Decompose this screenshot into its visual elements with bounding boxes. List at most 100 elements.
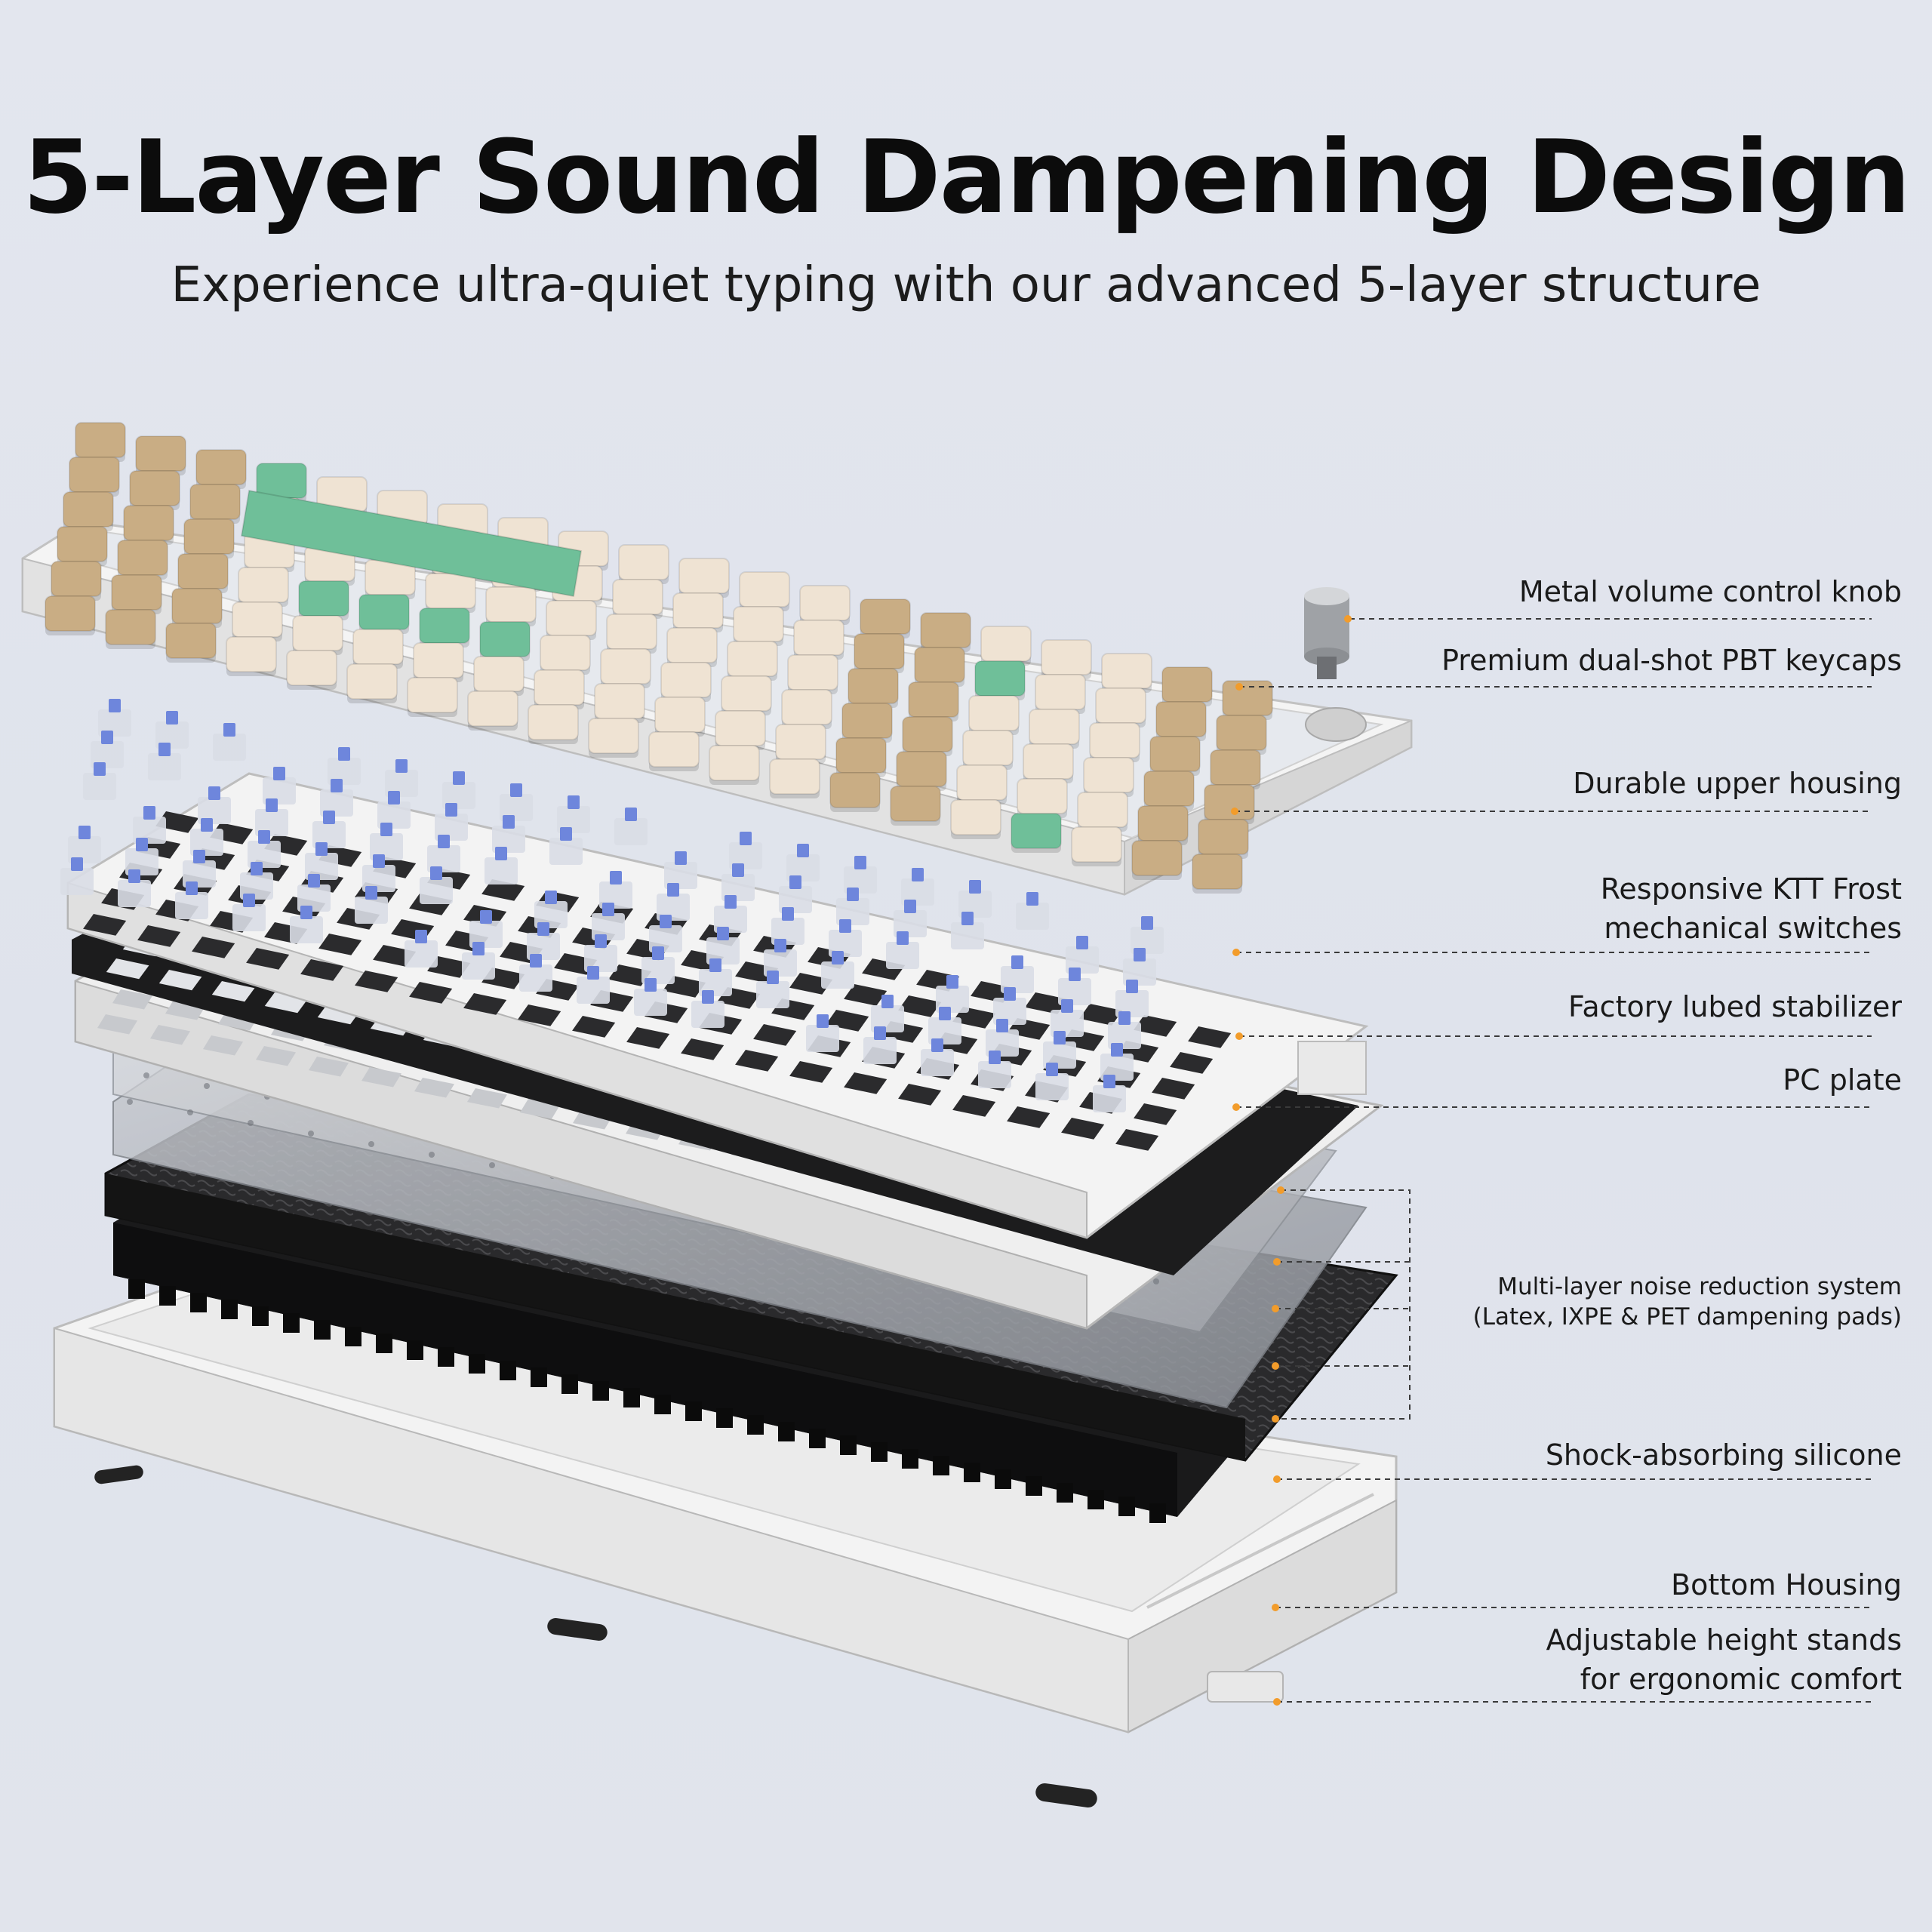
switch-housing xyxy=(771,918,804,945)
keycap xyxy=(1041,639,1092,675)
keycap xyxy=(1137,805,1189,841)
keycap xyxy=(1071,826,1122,863)
switch-stem xyxy=(323,811,335,824)
keycap xyxy=(654,697,706,733)
keycap xyxy=(848,668,899,704)
switch-housing xyxy=(786,854,820,881)
plate-cutout xyxy=(203,1035,243,1056)
switch-housing xyxy=(155,721,189,749)
switch-stem xyxy=(1141,916,1153,930)
foam-cutout xyxy=(158,970,202,991)
keycap xyxy=(177,553,229,589)
keycap xyxy=(920,612,971,648)
switch-cutout xyxy=(1061,1118,1105,1140)
switch-housing xyxy=(190,829,223,856)
switch-housing xyxy=(355,897,388,924)
switch-housing xyxy=(691,1001,724,1028)
switch-cutout xyxy=(626,1027,670,1049)
switch-housing xyxy=(764,949,797,977)
silicone-tooth xyxy=(747,1415,764,1435)
keycap xyxy=(413,642,464,678)
switch-housing xyxy=(175,892,208,919)
switch-stem xyxy=(897,931,909,945)
silicone-tooth xyxy=(407,1340,423,1360)
keycap xyxy=(799,585,851,621)
keycap xyxy=(727,641,778,677)
switch-housing xyxy=(649,925,682,952)
silicone-tooth xyxy=(1026,1476,1042,1496)
switch-stem xyxy=(445,803,457,817)
switch-stem xyxy=(767,971,779,984)
callout-stands-line1: Adjustable height stands xyxy=(1546,1623,1902,1657)
keycap xyxy=(1017,778,1068,814)
keycap xyxy=(117,540,168,576)
switch-housing xyxy=(844,866,877,894)
switch-housing xyxy=(1115,990,1149,1017)
keycap xyxy=(896,751,947,787)
keycap xyxy=(1035,674,1086,710)
switch-housing xyxy=(894,910,927,937)
switch-housing xyxy=(469,921,503,948)
switch-housing xyxy=(420,877,453,904)
plate-cutout xyxy=(361,1067,401,1088)
keycap xyxy=(1143,771,1195,807)
silicone-tooth xyxy=(159,1286,176,1306)
keycap xyxy=(787,654,838,691)
switch-housing xyxy=(634,989,667,1016)
keycap xyxy=(739,571,790,608)
switch-housing xyxy=(836,898,869,925)
switch-housing xyxy=(993,998,1026,1025)
switch-stem xyxy=(675,851,687,865)
keycap xyxy=(860,598,911,635)
switch-stem xyxy=(832,951,844,964)
keycap xyxy=(1155,701,1207,737)
switch-housing xyxy=(936,986,969,1013)
switch-stem xyxy=(186,881,198,895)
switch-housing xyxy=(305,853,338,880)
switch-stem xyxy=(717,927,729,940)
keycap xyxy=(678,558,730,594)
switch-cutout xyxy=(463,993,507,1015)
switch-housing xyxy=(1016,903,1049,930)
switch-stem xyxy=(223,723,235,737)
switch-stem xyxy=(380,823,392,836)
keycap xyxy=(57,526,108,562)
switch-cutout xyxy=(844,1072,888,1094)
keycap xyxy=(286,650,337,686)
switch-stem xyxy=(560,827,572,841)
keycap xyxy=(45,595,96,632)
switch-cutout xyxy=(318,934,362,955)
plate-cutout xyxy=(256,1046,296,1066)
keycaps xyxy=(45,422,1273,894)
keycap xyxy=(528,704,579,740)
switch-cutout xyxy=(844,984,888,1006)
keycap xyxy=(75,422,126,458)
keycap xyxy=(238,567,289,603)
switch-stem xyxy=(158,743,171,756)
silicone-tooth xyxy=(623,1388,640,1407)
silicone-tooth xyxy=(778,1422,795,1441)
switch-housing xyxy=(60,868,94,895)
switch-housing xyxy=(1035,1073,1069,1100)
switch-stem xyxy=(480,910,492,924)
accent-dots xyxy=(1231,615,1352,1706)
switch-housing xyxy=(125,848,158,875)
switch-cutout xyxy=(481,879,525,901)
keycap xyxy=(183,518,235,555)
keycap xyxy=(835,737,887,774)
switch-housing xyxy=(1066,946,1099,974)
keycap xyxy=(1095,688,1146,724)
switch-stem xyxy=(789,875,801,889)
keycap xyxy=(407,677,458,713)
keycap xyxy=(793,620,844,656)
keycap xyxy=(648,731,700,768)
silicone-tooth xyxy=(500,1361,516,1380)
switch-stem xyxy=(904,900,916,913)
switch-stem xyxy=(537,922,549,936)
switch-housing xyxy=(68,836,101,863)
silicone-tooth xyxy=(469,1354,485,1374)
switch-stem xyxy=(702,990,714,1004)
silicone-tooth xyxy=(438,1347,454,1367)
switch-housing xyxy=(863,1037,897,1064)
switch-housing xyxy=(500,794,533,821)
